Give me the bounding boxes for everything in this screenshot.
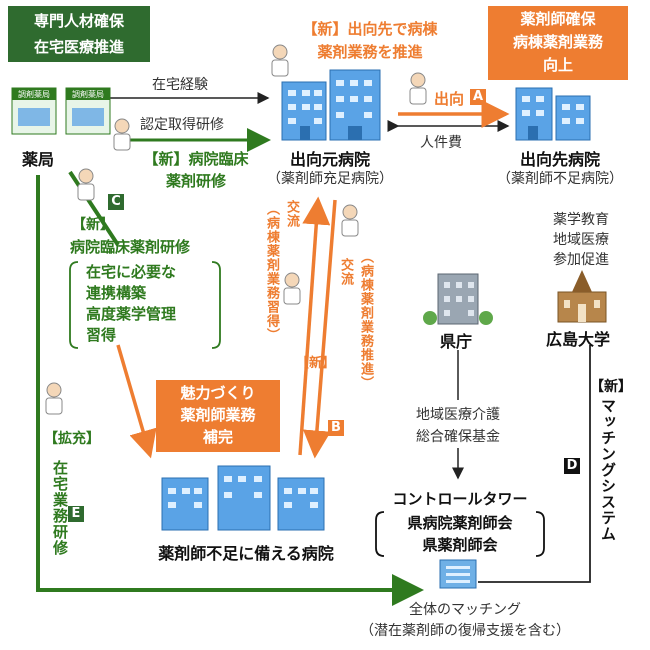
koryu-left: 交流: [284, 200, 299, 228]
prefecture-building: [423, 273, 493, 325]
bottom-text: 全体のマッチング （潜在薬剤師の復帰支援を含む）: [360, 602, 570, 639]
ct-bracket-right: [535, 511, 545, 557]
c-block-title: 病院臨床薬剤研修: [70, 238, 191, 256]
top-right-box: 薬剤師確保 病棟薬剤業務 向上: [488, 6, 628, 80]
badge-b: B: [328, 420, 344, 436]
control-tower-lines: 県病院薬剤師会 県薬剤師会: [407, 514, 513, 554]
shortage-hospital-label: 薬剤師不足に備える病院: [158, 544, 334, 563]
vertical-left-text: （病棟薬剤業務習得）: [264, 202, 279, 342]
pharmacist-icon: [45, 44, 427, 415]
c-bracket-left: [69, 261, 79, 349]
badge-a: A: [470, 89, 486, 105]
dest-hospital-label: 出向先病院: [519, 150, 600, 169]
prefecture-label: 県庁: [440, 332, 473, 351]
expand-body: 在宅業務研修: [51, 460, 69, 556]
label-zaitaku: 在宅経験: [152, 77, 208, 93]
charm-box: 魅力づくり 薬剤師業務 補完: [156, 380, 280, 452]
university-building: [557, 270, 607, 323]
label-jinkenhi: 人件費: [420, 135, 462, 151]
badge-c: C: [108, 194, 124, 210]
dest-hospital-sub: （薬剤師不足病院）: [497, 171, 623, 187]
shortage-hospital-building: [161, 465, 325, 531]
line-d: [478, 345, 591, 583]
dest-hospital-building: [515, 87, 591, 141]
pharmacy-label: 薬局: [22, 150, 55, 169]
expand-head: 【拡充】: [44, 431, 100, 447]
matching-system-text: マッチングシステム: [599, 398, 617, 542]
c-block-head: 【新】: [72, 217, 114, 233]
pharmacy-sign: 調剤薬局: [72, 90, 104, 99]
ct-bracket-left: [375, 511, 385, 557]
vertical-right-text: （病棟薬剤業務推進）: [358, 250, 373, 390]
arrow-e: [36, 175, 424, 606]
label-shukko: 出向: [434, 90, 465, 108]
top-center-text: 【新】出向先で病棟 薬剤業務を推進: [302, 20, 438, 61]
c-bracket-right: [211, 261, 221, 349]
pharmacy-sign: 調剤薬局: [18, 90, 50, 99]
arrow-c: [68, 170, 120, 247]
label-nintei: 認定取得研修: [140, 117, 224, 133]
top-left-box: 専門人材確保 在宅医療推進: [8, 6, 150, 62]
badge-d: D: [564, 458, 580, 474]
arrow-b-up: [298, 196, 331, 456]
koryu-right: 交流: [338, 258, 353, 286]
new-clinical-text: 【新】病院臨床 薬剤研修: [143, 150, 249, 190]
source-hospital-label: 出向元病院: [289, 150, 370, 169]
control-tower-title: コントロールタワー: [392, 490, 528, 508]
badge-e: E: [68, 506, 84, 522]
pharmacy-building: [11, 87, 111, 135]
university-text: 薬学教育 地域医療 参加促進: [553, 212, 609, 268]
matching-new: 【新】: [590, 379, 632, 395]
fund-text: 地域医療介護 総合確保基金: [416, 407, 500, 445]
source-hospital-sub: （薬剤師充足病院）: [267, 171, 393, 187]
source-hospital-building: [281, 69, 381, 141]
university-label: 広島大学: [546, 330, 611, 349]
arrow-c-orange: [116, 344, 157, 459]
c-block-lines: 在宅に必要な 連携構築 高度薬学管理 習得: [86, 263, 177, 344]
new-mid: 【新】: [296, 356, 336, 371]
control-tower-building: [439, 559, 477, 589]
arrow-b-down: [302, 199, 337, 459]
